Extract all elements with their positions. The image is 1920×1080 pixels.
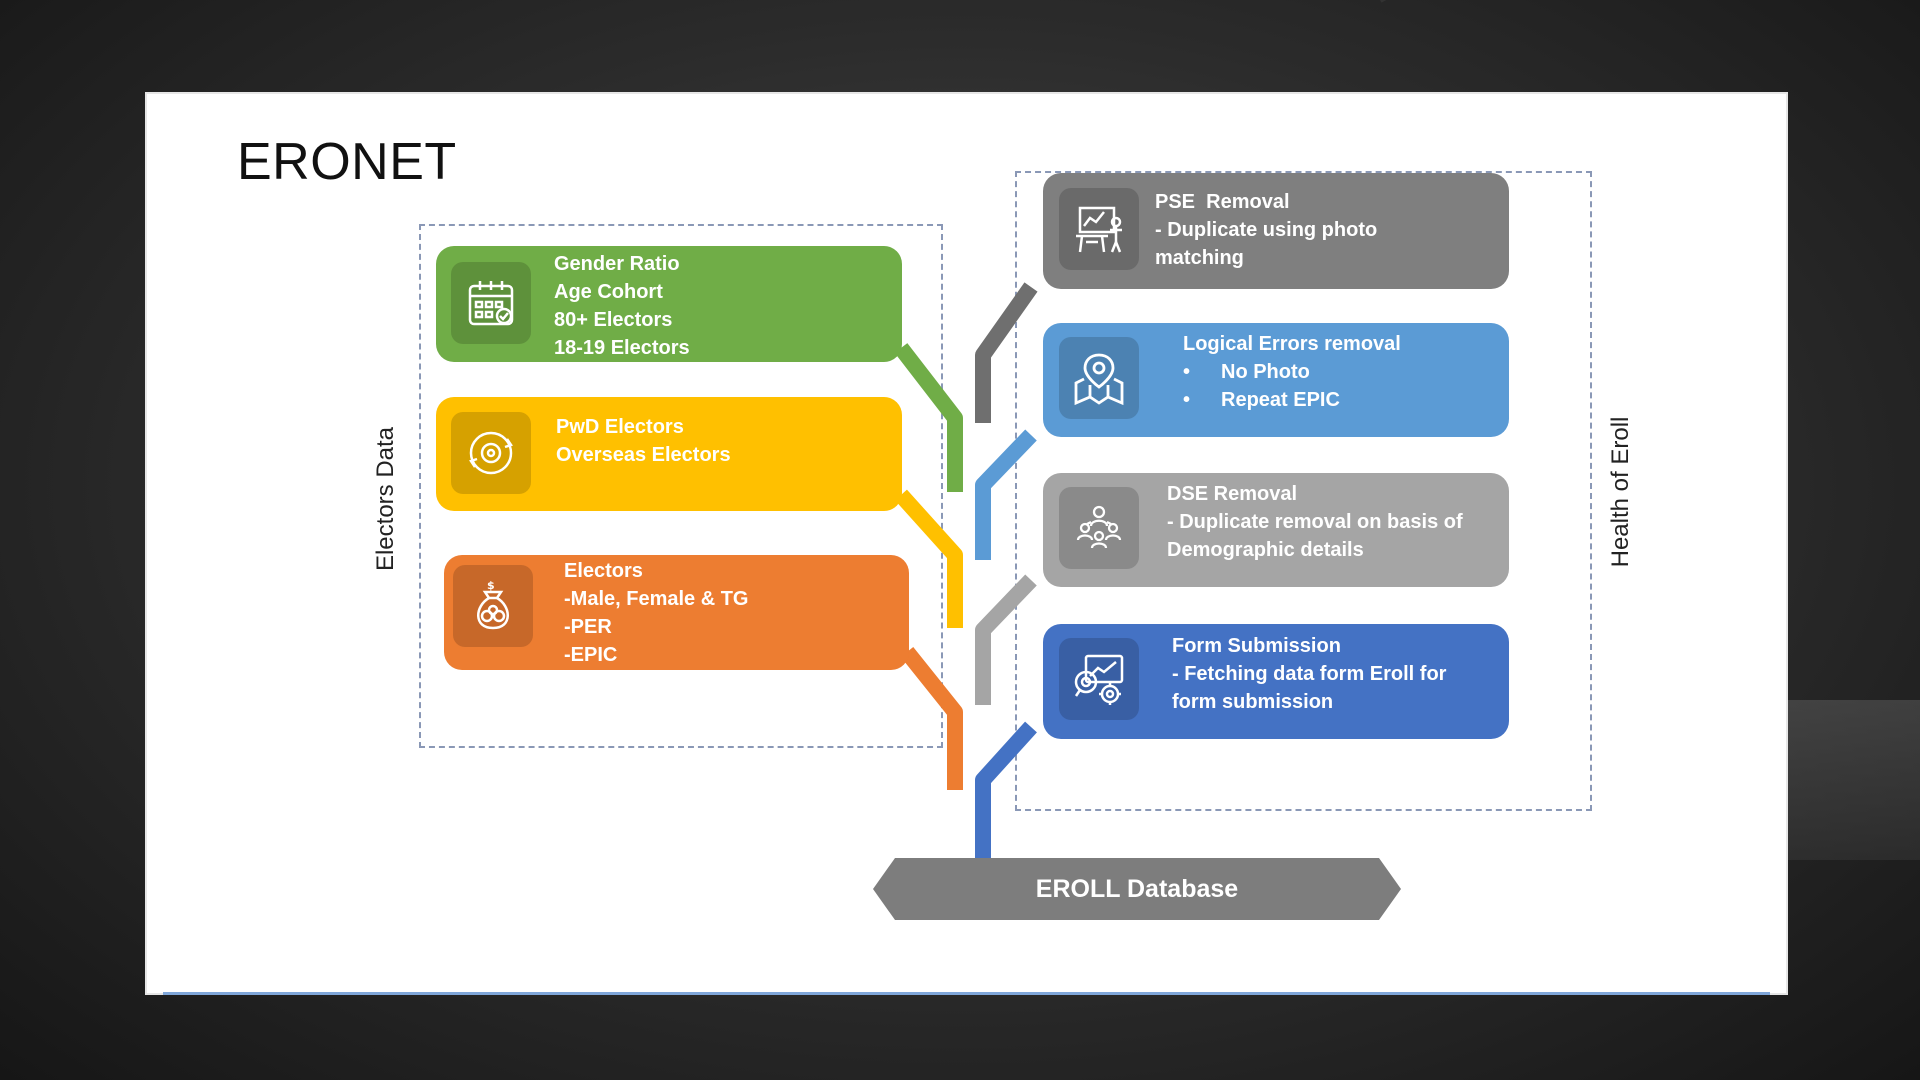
- card-line: Form Submission: [1172, 635, 1341, 657]
- refresh-cycle-icon: [469, 431, 513, 475]
- gender-ratio-card: Gender Ratio Age Cohort 80+ Electors 18-…: [436, 246, 902, 362]
- health-of-eroll-group: [1015, 171, 1592, 811]
- card-line: Electors: [564, 560, 643, 582]
- bullet-text: No Photo: [1221, 361, 1310, 383]
- connector-pwd: [895, 489, 963, 628]
- card-line: Age Cohort: [554, 281, 663, 303]
- card-line: Demographic details: [1167, 539, 1364, 561]
- pwd-electors-card: PwD Electors Overseas Electors: [436, 397, 902, 511]
- form-submission-text: Form Submission - Fetching data form Ero…: [1172, 632, 1446, 716]
- card-heading: Logical Errors removal: [1183, 333, 1401, 355]
- map-pin-tile: [1059, 337, 1139, 419]
- eroll-database-label: EROLL Database: [1035, 874, 1239, 903]
- presentation-slide: ERONET Electors Data Health of Eroll: [145, 92, 1788, 995]
- slide-title: ERONET: [237, 133, 457, 191]
- connector-pse: [975, 282, 1038, 423]
- calendar-icon: [468, 281, 514, 326]
- presentation-icon: [1076, 206, 1122, 253]
- card-line: DSE Removal: [1167, 483, 1298, 505]
- bullet-item: • No Photo: [1183, 358, 1401, 386]
- card-line: -Male, Female & TG: [564, 588, 749, 610]
- background-light-streak: [1380, 0, 1611, 3]
- background-papers: [1785, 700, 1920, 860]
- form-submission-card: Form Submission - Fetching data form Ero…: [1043, 624, 1509, 739]
- card-line: - Duplicate using photo: [1155, 219, 1378, 241]
- pse-removal-card: PSE Removal - Duplicate using photo matc…: [1043, 173, 1509, 289]
- people-network-tile: [1059, 487, 1139, 569]
- connector-lines: [894, 282, 1038, 858]
- dse-removal-card: DSE Removal - Duplicate removal on basis…: [1043, 473, 1509, 587]
- pwd-electors-text: PwD Electors Overseas Electors: [556, 413, 731, 469]
- card-line: - Duplicate removal on basis of: [1167, 511, 1463, 533]
- card-line: -EPIC: [564, 644, 618, 666]
- money-bag-icon: $: [477, 579, 509, 630]
- dse-removal-text: DSE Removal - Duplicate removal on basis…: [1167, 480, 1463, 564]
- bullet-item: • Repeat EPIC: [1183, 386, 1401, 414]
- people-network-icon: [1076, 505, 1122, 549]
- card-line: 18-19 Electors: [554, 337, 690, 359]
- pse-removal-text: PSE Removal - Duplicate using photo matc…: [1155, 188, 1377, 272]
- electors-text: Electors -Male, Female & TG -PER -EPIC: [564, 557, 749, 669]
- connector-dse: [975, 574, 1037, 705]
- money-bag-tile: $: [453, 565, 533, 647]
- calendar-tile: [451, 262, 531, 344]
- gender-ratio-text: Gender Ratio Age Cohort 80+ Electors 18-…: [554, 250, 690, 362]
- card-line: matching: [1155, 247, 1244, 269]
- bullet-dot: •: [1183, 389, 1191, 411]
- card-line: -PER: [564, 616, 612, 638]
- slide-canvas: ERONET Electors Data Health of Eroll: [163, 100, 1770, 995]
- card-line: Overseas Electors: [556, 444, 731, 466]
- bullet-dot: •: [1183, 361, 1191, 383]
- map-pin-icon: [1074, 353, 1124, 406]
- logical-errors-card: Logical Errors removal • No Photo • Repeat…: [1043, 323, 1509, 437]
- logical-errors-text: Logical Errors removal • No Photo • Repeat…: [1183, 330, 1401, 414]
- connector-gender: [894, 343, 963, 492]
- svg-text:$: $: [487, 579, 495, 592]
- connector-logical: [975, 429, 1037, 560]
- card-line: 80+ Electors: [554, 309, 673, 331]
- eroll-database-banner: EROLL Database: [873, 858, 1401, 920]
- card-line: form submission: [1172, 691, 1334, 713]
- connector-form: [975, 721, 1037, 858]
- presentation-tile: [1059, 188, 1139, 270]
- analytics-gear-icon: [1074, 654, 1124, 705]
- card-line: Gender Ratio: [554, 253, 680, 275]
- card-line: PwD Electors: [556, 416, 684, 438]
- connector-electors: [900, 647, 963, 790]
- electors-card: $ Electors -Male, Female & TG -PER -EPIC: [444, 555, 909, 670]
- bullet-text: Repeat EPIC: [1221, 389, 1340, 411]
- card-line: PSE Removal: [1155, 191, 1290, 213]
- electors-data-group: [419, 224, 943, 748]
- analytics-gear-tile: [1059, 638, 1139, 720]
- cycle-tile: [451, 412, 531, 494]
- card-line: - Fetching data form Eroll for: [1172, 663, 1447, 685]
